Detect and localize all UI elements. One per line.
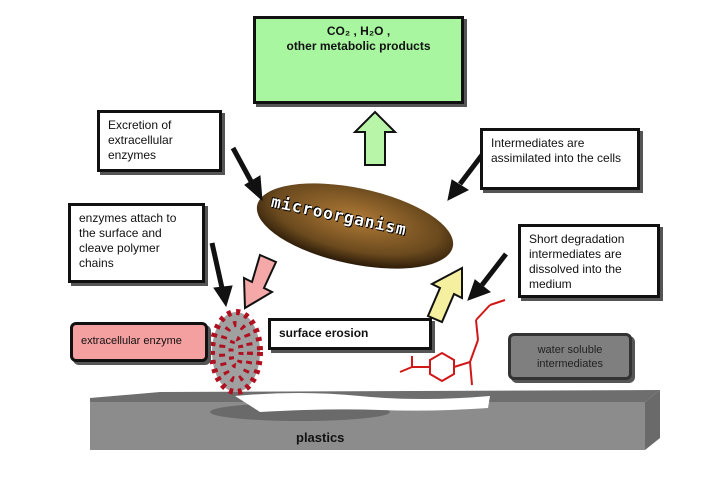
- microorganism-cell: [256, 183, 454, 269]
- intermediate-molecule: [399, 299, 506, 386]
- enzyme-molecule: [209, 309, 263, 395]
- plastics-slab: [90, 390, 660, 450]
- assimilated-box: Intermediates are assimilated into the c…: [480, 128, 640, 190]
- products-line2: other metabolic products: [286, 39, 431, 53]
- enzymes-attach-box: enzymes attach to the surface and cleave…: [68, 203, 205, 283]
- metabolic-products-box: CO₂ , H₂O , other metabolic products: [253, 16, 464, 104]
- surface-erosion-box: surface erosion: [268, 318, 432, 350]
- excretion-box: Excretion of extracellular enzymes: [97, 110, 222, 172]
- products-line1: CO₂ , H₂O ,: [326, 24, 391, 38]
- extracellular-enzyme-box: extracellular enzyme: [70, 322, 208, 362]
- down-arrow: [242, 253, 278, 310]
- up-arrow: [352, 110, 398, 166]
- pointer-arrows: [209, 146, 508, 308]
- yellow-up-arrow: [426, 266, 463, 324]
- short-degradation-box: Short degradation intermediates are diss…: [518, 224, 660, 298]
- plastics-label: plastics: [296, 430, 345, 445]
- water-soluble-box: water soluble intermediates: [508, 333, 632, 380]
